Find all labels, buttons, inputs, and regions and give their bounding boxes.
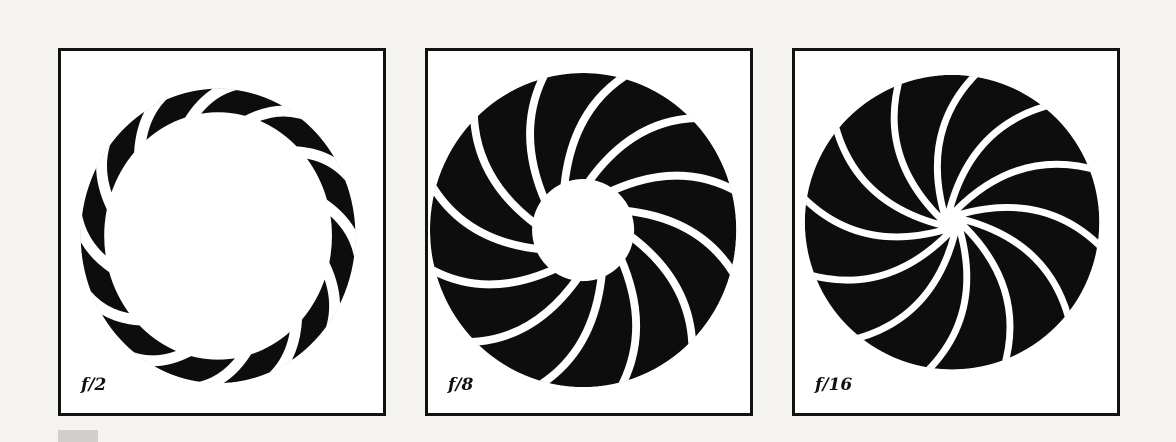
aperture-f8-diagram xyxy=(429,72,737,388)
aperture-panel-f16: f/16 xyxy=(792,48,1120,416)
blade-gaps xyxy=(80,88,356,384)
blade-gap xyxy=(80,187,118,274)
aperture-opening xyxy=(938,208,966,236)
blade-gap xyxy=(945,99,1062,215)
blade-gap xyxy=(829,113,945,229)
blade-gap xyxy=(843,230,959,345)
blade-gap xyxy=(804,230,953,284)
blade-gap xyxy=(804,186,947,241)
blade-gap xyxy=(172,343,254,384)
caption-fragment xyxy=(58,430,98,442)
blade-gap xyxy=(80,269,147,326)
blade-gap xyxy=(960,216,1075,332)
blade-gap xyxy=(959,222,1014,370)
blade-gap xyxy=(318,198,356,285)
aperture-panel-f8: f/8 xyxy=(425,48,753,416)
aperture-f2-diagram xyxy=(80,88,356,384)
blade-gap xyxy=(134,88,188,160)
aperture-label: f/2 xyxy=(81,375,107,395)
blade-gap xyxy=(289,146,356,203)
blade-gap xyxy=(248,312,303,384)
aperture-label: f/16 xyxy=(815,375,853,395)
blade-gap xyxy=(933,74,988,217)
blade-gap xyxy=(182,88,265,128)
blade-gap xyxy=(916,227,971,370)
blade-gap xyxy=(952,160,1100,215)
aperture-label: f/8 xyxy=(448,375,474,395)
blade-gap xyxy=(957,204,1100,258)
aperture-opening xyxy=(532,178,635,282)
aperture-panel-f2: f/2 xyxy=(58,48,386,416)
aperture-f16-diagram xyxy=(804,74,1100,370)
blade-gaps xyxy=(804,74,1100,370)
aperture-opening xyxy=(104,112,332,360)
blade-gap xyxy=(890,74,945,223)
